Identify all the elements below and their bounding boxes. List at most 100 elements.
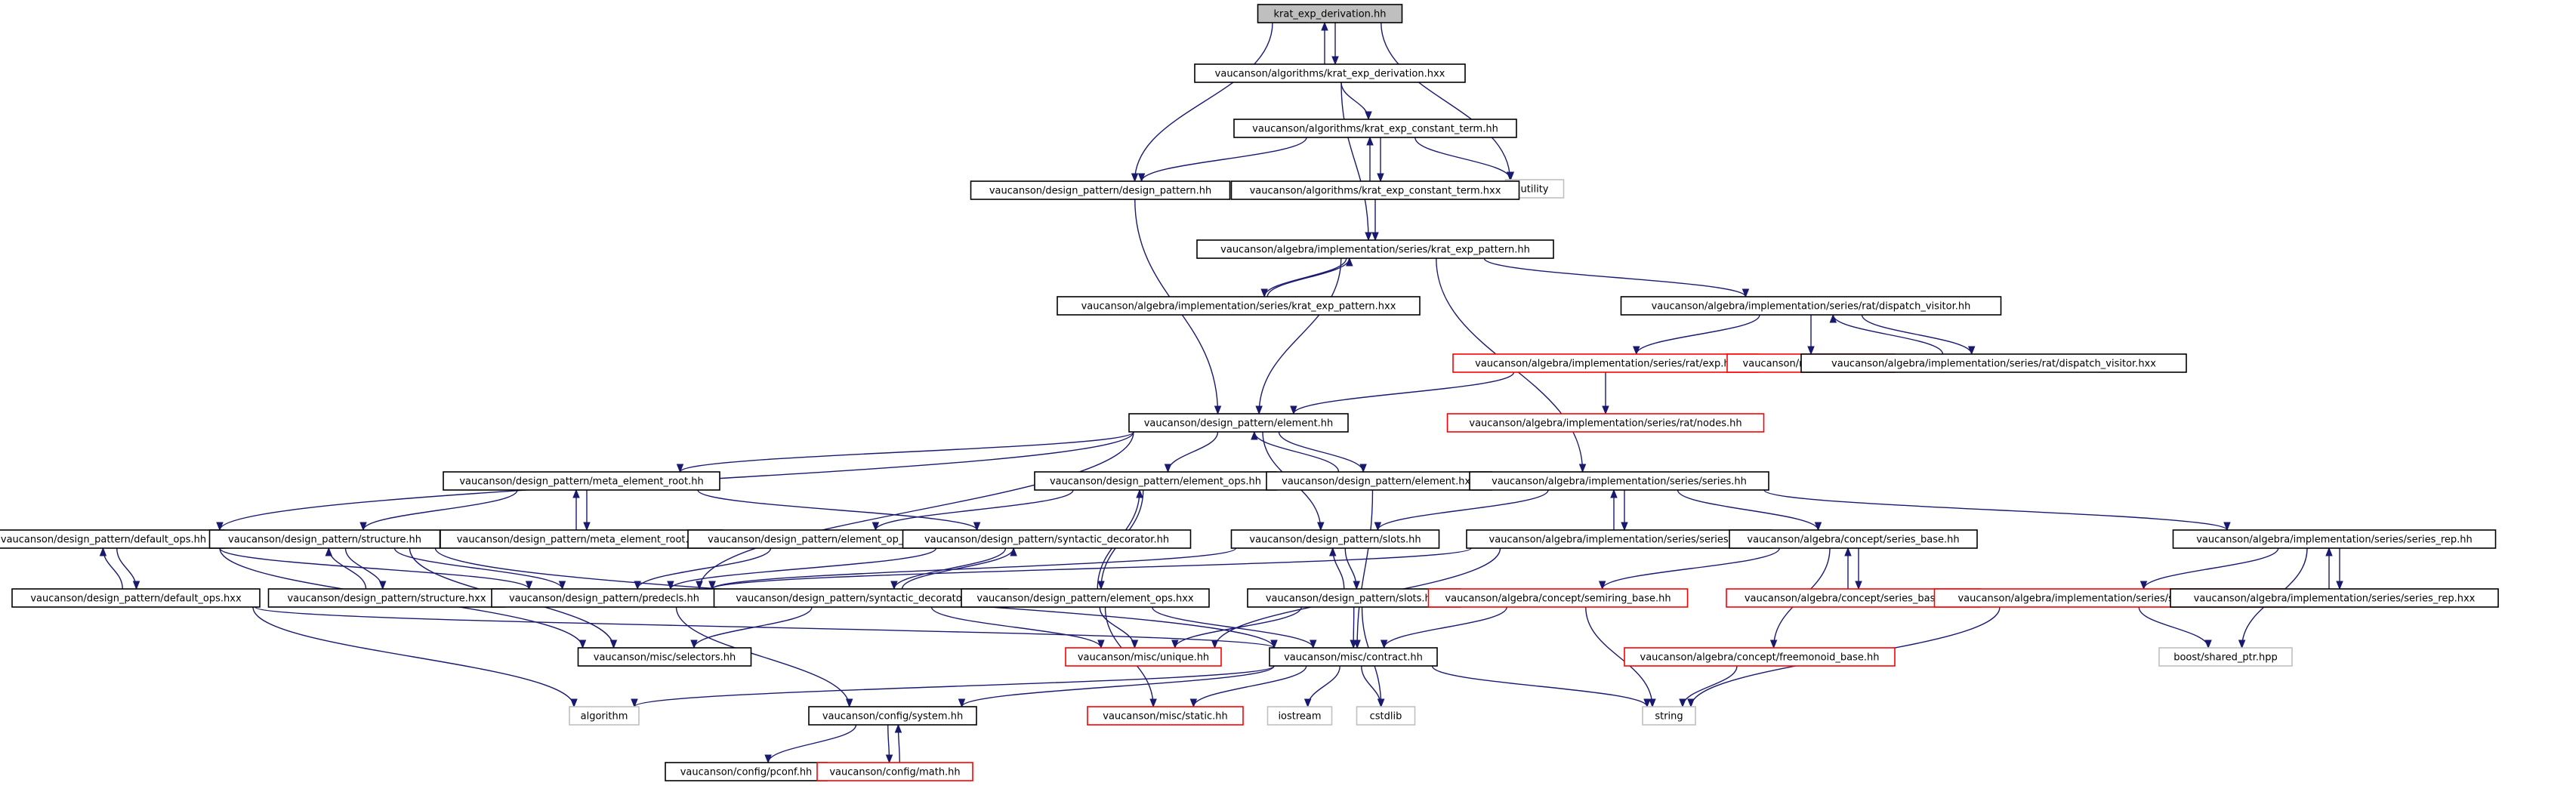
include-edge — [1855, 548, 1862, 590]
edge-arrowhead — [1844, 547, 1852, 556]
edge-arrowhead — [572, 489, 580, 498]
include-edge — [2336, 548, 2343, 590]
file-node-vaucanson-design-pattern-structure-hh[interactable]: vaucanson/design_pattern/structure.hh — [208, 529, 441, 549]
file-node-vaucanson-algebra-implementation-series-rat-dispatch-visitor-hh[interactable]: vaucanson/algebra/implementation/series/… — [1620, 296, 2002, 316]
edge-arrowhead — [1189, 698, 1198, 708]
node-label: vaucanson/design_pattern/element.hh — [1144, 418, 1334, 430]
file-node-vaucanson-algebra-implementation-series-series-rep-hh[interactable]: vaucanson/algebra/implementation/series/… — [2172, 529, 2497, 549]
edge-arrowhead — [1374, 522, 1382, 532]
file-node-krat-exp-derivation-hh[interactable]: krat_exp_derivation.hh — [1257, 4, 1403, 23]
file-node-vaucanson-algebra-implementation-series-krat-exp-pattern-hxx[interactable]: vaucanson/algebra/implementation/series/… — [1057, 296, 1421, 316]
node-label: vaucanson/algebra/implementation/series/… — [1652, 301, 1971, 313]
node-box — [808, 706, 977, 726]
node-box — [1196, 239, 1554, 259]
file-node-vaucanson-algebra-implementation-series-rat-exp-hh[interactable]: vaucanson/algebra/implementation/series/… — [1452, 353, 1759, 373]
node-label: vaucanson/design_pattern/slots.hh — [1249, 535, 1421, 546]
edge-line — [1377, 489, 1549, 531]
edge-line — [1266, 257, 1350, 297]
file-node-vaucanson-algebra-implementation-series-rat-nodes-hh[interactable]: vaucanson/algebra/implementation/series/… — [1446, 413, 1765, 433]
node-box — [1128, 413, 1349, 433]
edge-arrowhead — [578, 640, 587, 649]
node-box — [2158, 647, 2293, 667]
edge-arrowhead — [1769, 640, 1778, 649]
edge-arrowhead — [1164, 464, 1172, 473]
file-node-vaucanson-design-pattern-default-ops-hxx[interactable]: vaucanson/design_pattern/default_ops.hxx — [11, 588, 261, 608]
edge-arrowhead — [1149, 698, 1157, 708]
file-node-vaucanson-design-pattern-slots-hh[interactable]: vaucanson/design_pattern/slots.hh — [1230, 529, 1440, 549]
file-node-vaucanson-algebra-concept-semiring-base-hh[interactable]: vaucanson/algebra/concept/semiring_base.… — [1427, 588, 1689, 608]
include-edge — [1598, 547, 1780, 590]
file-node-vaucanson-misc-selectors-hh[interactable]: vaucanson/misc/selectors.hh — [577, 647, 752, 667]
edge-line — [1254, 431, 1340, 473]
file-node-vaucanson-design-pattern-element-hh[interactable]: vaucanson/design_pattern/element.hh — [1128, 413, 1349, 433]
file-node-vaucanson-misc-static-hh[interactable]: vaucanson/misc/static.hh — [1087, 706, 1244, 726]
edge-arrowhead — [1310, 640, 1317, 649]
edge-line — [1636, 314, 1760, 355]
file-node-vaucanson-design-pattern-element-ops-hh[interactable]: vaucanson/design_pattern/element_ops.hh — [1034, 471, 1277, 491]
file-node-vaucanson-algebra-implementation-series-krat-exp-pattern-hh[interactable]: vaucanson/algebra/implementation/series/… — [1196, 239, 1554, 259]
file-node-vaucanson-design-pattern-default-ops-hh[interactable]: vaucanson/design_pattern/default_ops.hh — [0, 529, 225, 549]
file-node-vaucanson-algorithms-krat-exp-constant-term-hxx[interactable]: vaucanson/algorithms/krat_exp_constant_t… — [1230, 180, 1520, 200]
file-node-vaucanson-design-pattern-element-hxx[interactable]: vaucanson/design_pattern/element.hxx — [1266, 471, 1492, 491]
file-node-vaucanson-design-pattern-meta-element-root-hh[interactable]: vaucanson/design_pattern/meta_element_ro… — [443, 471, 720, 491]
file-node-vaucanson-misc-contract-hh[interactable]: vaucanson/misc/contract.hh — [1269, 647, 1438, 667]
file-node-vaucanson-algorithms-krat-exp-derivation-hxx[interactable]: vaucanson/algorithms/krat_exp_derivation… — [1194, 63, 1466, 83]
edge-line — [699, 431, 1134, 590]
edge-line — [1383, 606, 1507, 649]
node-label: iostream — [1278, 711, 1321, 723]
file-node-vaucanson-algorithms-krat-exp-constant-term-hh[interactable]: vaucanson/algorithms/krat_exp_constant_t… — [1233, 119, 1517, 138]
node-label: vaucanson/algebra/concept/semiring_base.… — [1445, 593, 1671, 605]
edge-line — [1263, 257, 1347, 297]
include-edge — [1807, 314, 1815, 356]
edge-arrowhead — [1136, 489, 1143, 498]
edge-arrowhead — [1365, 232, 1372, 242]
file-node-vaucanson-algebra-concept-freemonoid-base-hh[interactable]: vaucanson/algebra/concept/freemonoid_bas… — [1624, 647, 1896, 667]
node-label: vaucanson/design_pattern/design_pattern.… — [989, 186, 1211, 197]
edge-line — [711, 547, 1472, 590]
include-edge — [1255, 257, 1342, 415]
file-node-vaucanson-design-pattern-design-pattern-hh[interactable]: vaucanson/design_pattern/design_pattern.… — [970, 180, 1231, 200]
include-edge — [1679, 665, 1738, 708]
file-node-vaucanson-algebra-implementation-series-series-hxx[interactable]: vaucanson/algebra/implementation/series/… — [1466, 529, 1772, 549]
file-node-vaucanson-algebra-implementation-series-series-hh[interactable]: vaucanson/algebra/implementation/series/… — [1469, 471, 1769, 491]
file-node-vaucanson-config-system-hh[interactable]: vaucanson/config/system.hh — [808, 706, 977, 726]
file-node-vaucanson-algebra-concept-series-base-hh[interactable]: vaucanson/algebra/concept/series_base.hh — [1729, 529, 1978, 549]
node-label: vaucanson/config/math.hh — [829, 767, 960, 778]
file-node-vaucanson-config-pconf-hh[interactable]: vaucanson/config/pconf.hh — [665, 762, 828, 781]
include-edge — [1361, 665, 1385, 708]
edge-line — [767, 724, 857, 763]
include-edge — [2139, 547, 2279, 590]
file-node-vaucanson-design-pattern-meta-element-root-hxx[interactable]: vaucanson/design_pattern/meta_element_ro… — [440, 529, 723, 549]
file-node-vaucanson-design-pattern-syntactic-decorator-hh[interactable]: vaucanson/design_pattern/syntactic_decor… — [902, 529, 1192, 549]
node-box — [713, 588, 1009, 608]
include-edge — [1260, 257, 1347, 298]
node-box — [1266, 706, 1333, 726]
edge-arrowhead — [845, 698, 853, 708]
edge-arrowhead — [1633, 346, 1640, 356]
edge-arrowhead — [1010, 547, 1017, 556]
node-box — [1642, 706, 1696, 726]
edge-line — [1307, 665, 1340, 707]
node-layer: krat_exp_derivation.hh vaucanson/algorith… — [0, 4, 2499, 781]
include-edge — [901, 547, 1017, 590]
file-node-vaucanson-misc-unique-hh[interactable]: vaucanson/misc/unique.hh — [1065, 647, 1222, 667]
edge-line — [875, 489, 1074, 531]
file-node-vaucanson-design-pattern-element-ops-hxx[interactable]: vaucanson/design_pattern/element_ops.hxx — [961, 588, 1210, 608]
file-node-vaucanson-config-math-hh[interactable]: vaucanson/config/math.hh — [816, 762, 973, 781]
file-node-vaucanson-algebra-implementation-series-series-rep-hxx[interactable]: vaucanson/algebra/implementation/series/… — [2170, 588, 2499, 608]
edge-arrowhead — [1687, 698, 1695, 708]
include-edge — [2138, 606, 2212, 649]
edge-line — [1861, 314, 1973, 355]
node-box — [1233, 119, 1517, 138]
include-edge — [1137, 137, 1307, 183]
node-box — [1466, 529, 1772, 549]
file-node-vaucanson-algebra-implementation-series-rat-dispatch-visitor-hxx[interactable]: vaucanson/algebra/implementation/series/… — [1800, 353, 2187, 373]
edge-arrowhead — [1366, 136, 1374, 146]
file-node-vaucanson-design-pattern-predecls-hh[interactable]: vaucanson/design_pattern/predecls.hh — [491, 588, 717, 608]
file-node-vaucanson-design-pattern-syntactic-decorator-hxx[interactable]: vaucanson/design_pattern/syntactic_decor… — [713, 588, 1009, 608]
node-label: vaucanson/algebra/implementation/series/… — [1475, 359, 1736, 370]
edge-line — [693, 606, 813, 649]
include-edge — [696, 431, 1134, 590]
edge-line — [362, 489, 518, 531]
file-node-vaucanson-design-pattern-structure-hxx[interactable]: vaucanson/design_pattern/structure.hxx — [267, 588, 506, 608]
